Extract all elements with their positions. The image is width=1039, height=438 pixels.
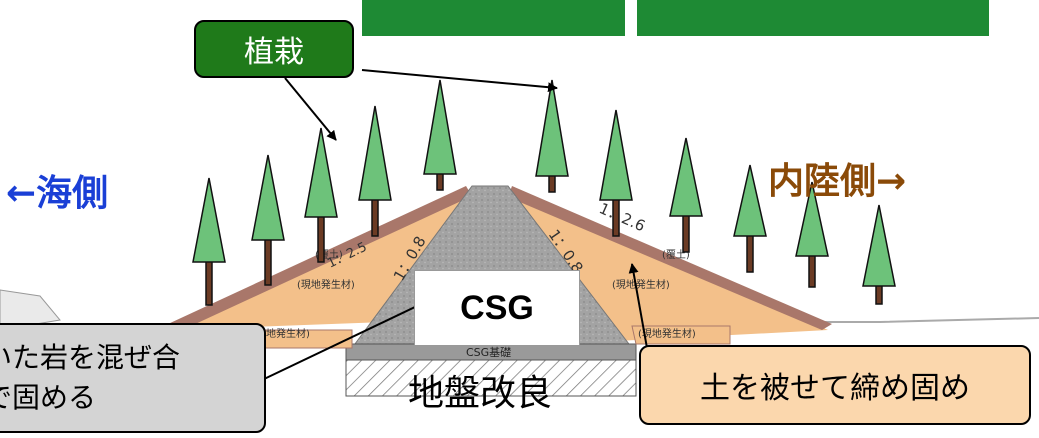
local-material-label-right-lower: (現地発生材) [638,327,696,340]
inland-side-label: 内陸側→ [768,161,907,202]
ground-line-right [800,317,1039,323]
tree [733,164,767,273]
rock-mix-note-line2: で固める [0,381,97,414]
top-label-box-right [637,0,989,36]
csg-arrow [261,295,439,381]
tree [251,154,285,286]
rock-mix-note: いた岩を混ぜ合 で固める [0,323,266,433]
trees [192,79,896,306]
tree [599,109,633,237]
rock-mix-note-line1: いた岩を混ぜ合 [0,341,181,374]
sea-side-label: ←海側 [6,173,109,214]
ground-improvement-label: 地盤改良 [407,373,552,414]
local-material-label-right-upper: (現地発生材) [612,278,670,291]
tree [669,137,703,253]
existing-ground-left [0,289,61,331]
base-fill-right [631,325,731,345]
tree [535,79,569,193]
top-label-box-left [362,0,625,36]
tree [304,127,338,263]
soil-cover-note: 土を被せて締め固め [639,345,1031,425]
local-material-label-left-upper: (現地発生材) [297,278,355,291]
ground-improvement-block [345,359,637,397]
local-material-label-left-lower: 地発生材) [266,327,310,340]
planting-arrow-left [284,77,337,141]
csg-foundation-label: CSG基礎 [466,346,511,359]
tree [423,79,457,191]
tree [862,204,896,305]
tree [192,177,226,306]
planting-label: 植栽 [194,20,354,78]
soil-arrow [628,263,648,349]
planting-arrow-right [361,69,558,93]
tree [795,181,829,288]
topsoil-layer-right [508,186,832,330]
tree [358,105,392,237]
csg-label: CSG [414,270,580,346]
